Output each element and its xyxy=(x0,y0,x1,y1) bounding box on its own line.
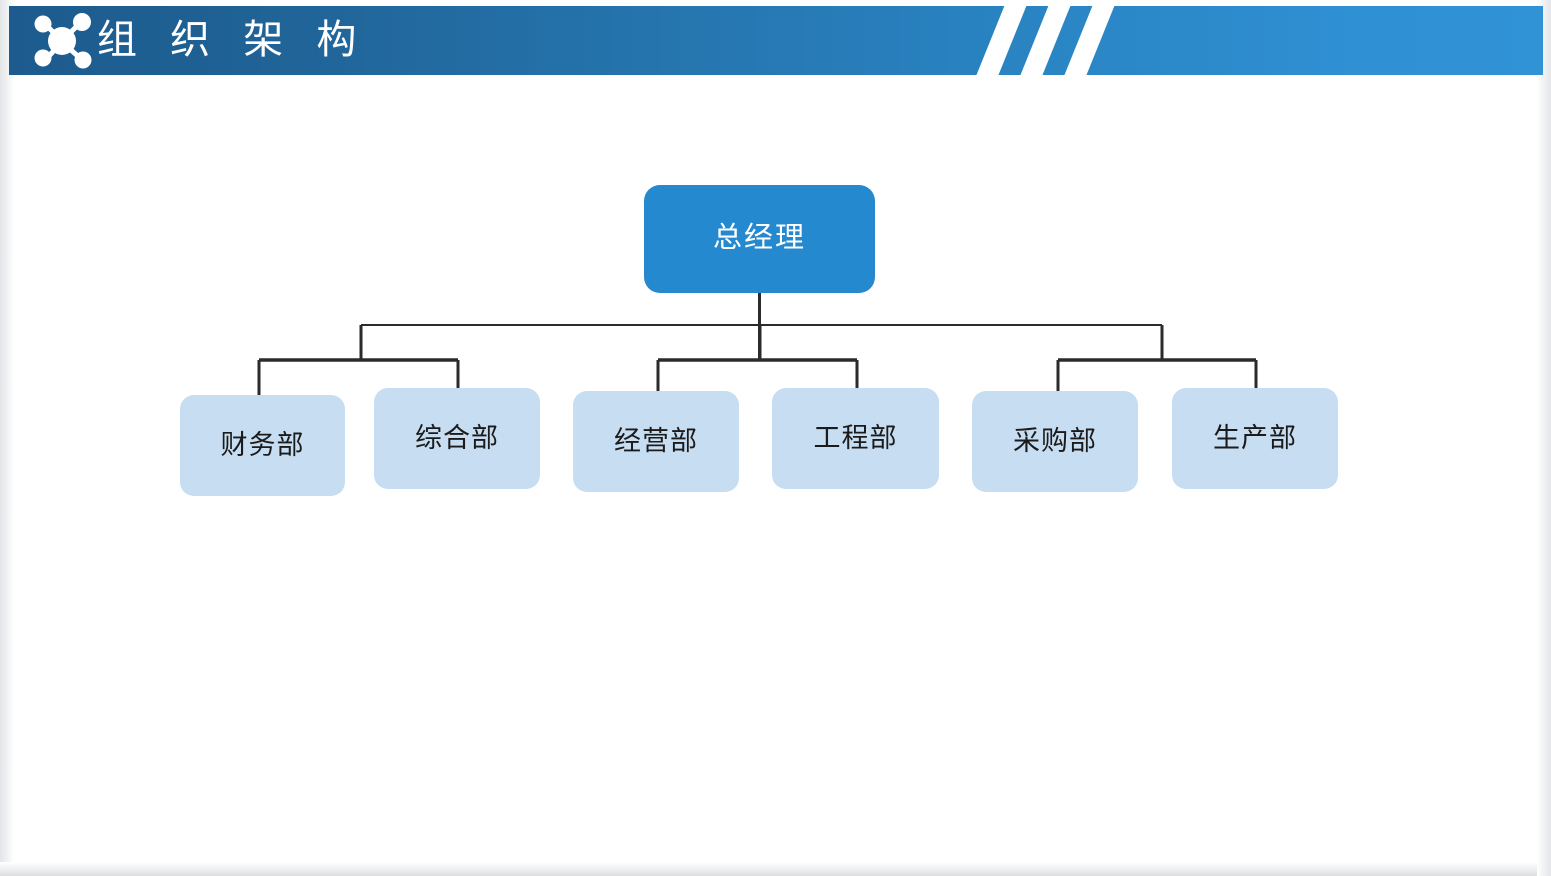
org-node-dept-5[interactable]: 采购部 xyxy=(972,391,1138,492)
page-title: 组 织 架 构 xyxy=(97,17,368,62)
org-chart: 总经理财务部综合部经营部工程部采购部生产部 xyxy=(0,75,1551,876)
org-node-dept-6[interactable]: 生产部 xyxy=(1172,388,1338,489)
org-node-root[interactable]: 总经理 xyxy=(644,185,875,293)
header-bar: 组 织 架 构 xyxy=(9,6,1543,75)
org-node-dept-2[interactable]: 综合部 xyxy=(374,388,540,489)
slide-bottom-edge xyxy=(0,862,1551,876)
header-inner: 组 织 架 构 xyxy=(9,6,1543,75)
network-nodes-icon xyxy=(26,12,98,70)
org-node-dept-3[interactable]: 经营部 xyxy=(573,391,739,492)
org-node-dept-4[interactable]: 工程部 xyxy=(772,388,939,489)
org-node-dept-1[interactable]: 财务部 xyxy=(180,395,345,496)
